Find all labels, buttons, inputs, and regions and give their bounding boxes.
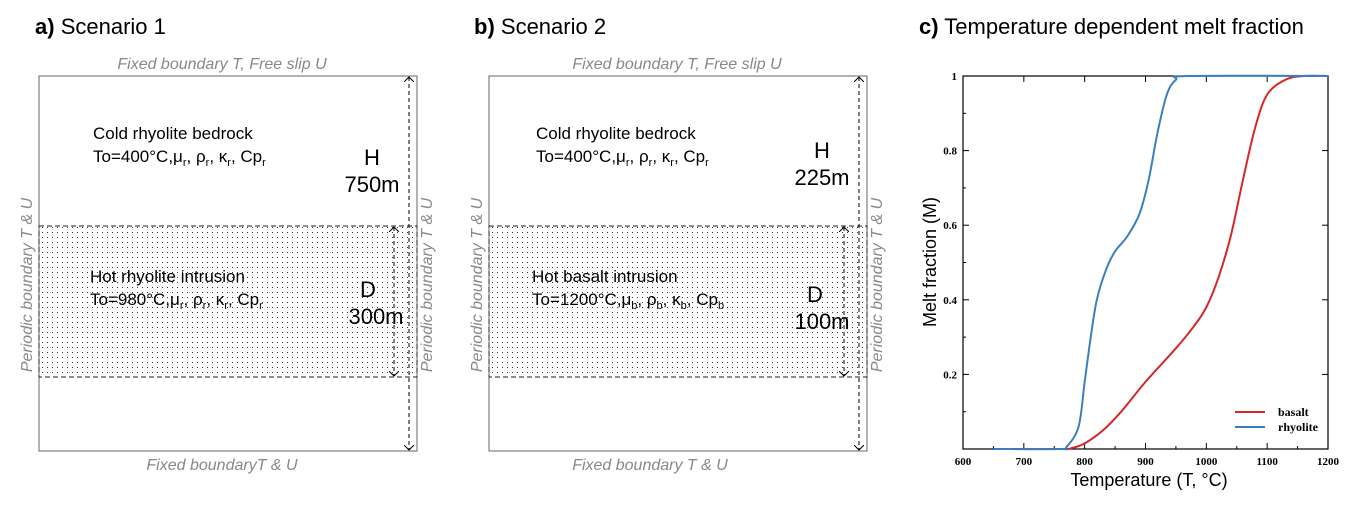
series-line-rhyolite (993, 74, 1329, 451)
svg-text:c) Temperature dependent melt: c) Temperature dependent melt fraction (919, 14, 1304, 39)
D-value: 100m (794, 309, 849, 334)
legend-label-basalt: basalt (1278, 405, 1309, 419)
x-tick-label: 800 (1076, 456, 1093, 468)
panel-title: Scenario 1 (61, 14, 166, 39)
upper-layer-props: To=400°C,μr, ρr, κr, Cpr (93, 147, 266, 169)
panel-title: Scenario 2 (501, 14, 606, 39)
H-label: H (364, 145, 380, 170)
H-value: 750m (344, 172, 399, 197)
series-line-basalt (993, 74, 1329, 451)
right-boundary-label: Periodic boundary T & U (869, 197, 886, 372)
x-tick-label: 1100 (1256, 456, 1278, 468)
H-label: H (814, 138, 830, 163)
left-boundary-label: Periodic boundary T & U (19, 197, 36, 372)
top-boundary-label: Fixed boundary T, Free slip U (572, 56, 782, 73)
y-tick-label: 0.6 (943, 220, 957, 232)
x-tick-label: 700 (1016, 456, 1033, 468)
x-tick-label: 600 (955, 456, 972, 468)
melt-fraction-chart: c) Temperature dependent melt fraction T… (919, 14, 1340, 490)
D-label: D (360, 277, 376, 302)
chart-title: Temperature dependent melt fraction (944, 14, 1304, 39)
x-tick-label: 1000 (1195, 456, 1218, 468)
upper-layer-name: Cold rhyolite bedrock (93, 124, 253, 143)
y-axis-label: Melt fraction (M) (920, 197, 940, 327)
panel-letter: b) (474, 14, 495, 39)
legend-label-rhyolite: rhyolite (1278, 420, 1319, 434)
svg-text:a) Scenario 1: a) Scenario 1 (35, 14, 166, 39)
lower-layer-props: To=980°C,μr, ρr, κr, Cpr (90, 290, 263, 312)
y-tick-label: 0.8 (943, 146, 957, 158)
bottom-boundary-label: Fixed boundaryT & U (146, 457, 298, 474)
lower-layer-name: Hot basalt intrusion (532, 267, 678, 286)
lower-layer-props: To=1200°C,μb, ρb, κb, Cpb (532, 290, 724, 312)
y-tick-label: 0.4 (943, 295, 957, 307)
x-tick-label: 900 (1137, 456, 1154, 468)
y-tick-label: 0.2 (943, 369, 957, 381)
right-boundary-label: Periodic boundary T & U (419, 197, 436, 372)
panel-scenario-1: a) Scenario 1 Fixed boundary T, Free sli… (19, 14, 436, 474)
intrusion-region (38, 225, 418, 378)
lower-layer-name: Hot rhyolite intrusion (90, 267, 245, 286)
bottom-boundary-label: Fixed boundary T & U (572, 457, 728, 474)
upper-layer-name: Cold rhyolite bedrock (536, 124, 696, 143)
H-value: 225m (794, 165, 849, 190)
panel-letter: c) (919, 14, 939, 39)
x-tick-label: 1200 (1317, 456, 1340, 468)
D-value: 300m (348, 304, 403, 329)
svg-text:b) Scenario 2: b) Scenario 2 (474, 14, 606, 39)
top-boundary-label: Fixed boundary T, Free slip U (117, 56, 327, 73)
D-label: D (807, 282, 823, 307)
panel-scenario-2: b) Scenario 2 Fixed boundary T, Free sli… (469, 14, 886, 474)
panel-letter: a) (35, 14, 55, 39)
intrusion-region (488, 225, 868, 378)
x-axis-label: Temperature (T, °C) (1070, 470, 1227, 490)
plot-frame (962, 75, 1329, 450)
upper-layer-props: To=400°C,μr, ρr, κr, Cpr (536, 147, 709, 169)
y-tick-label: 1 (952, 71, 958, 83)
left-boundary-label: Periodic boundary T & U (469, 197, 486, 372)
